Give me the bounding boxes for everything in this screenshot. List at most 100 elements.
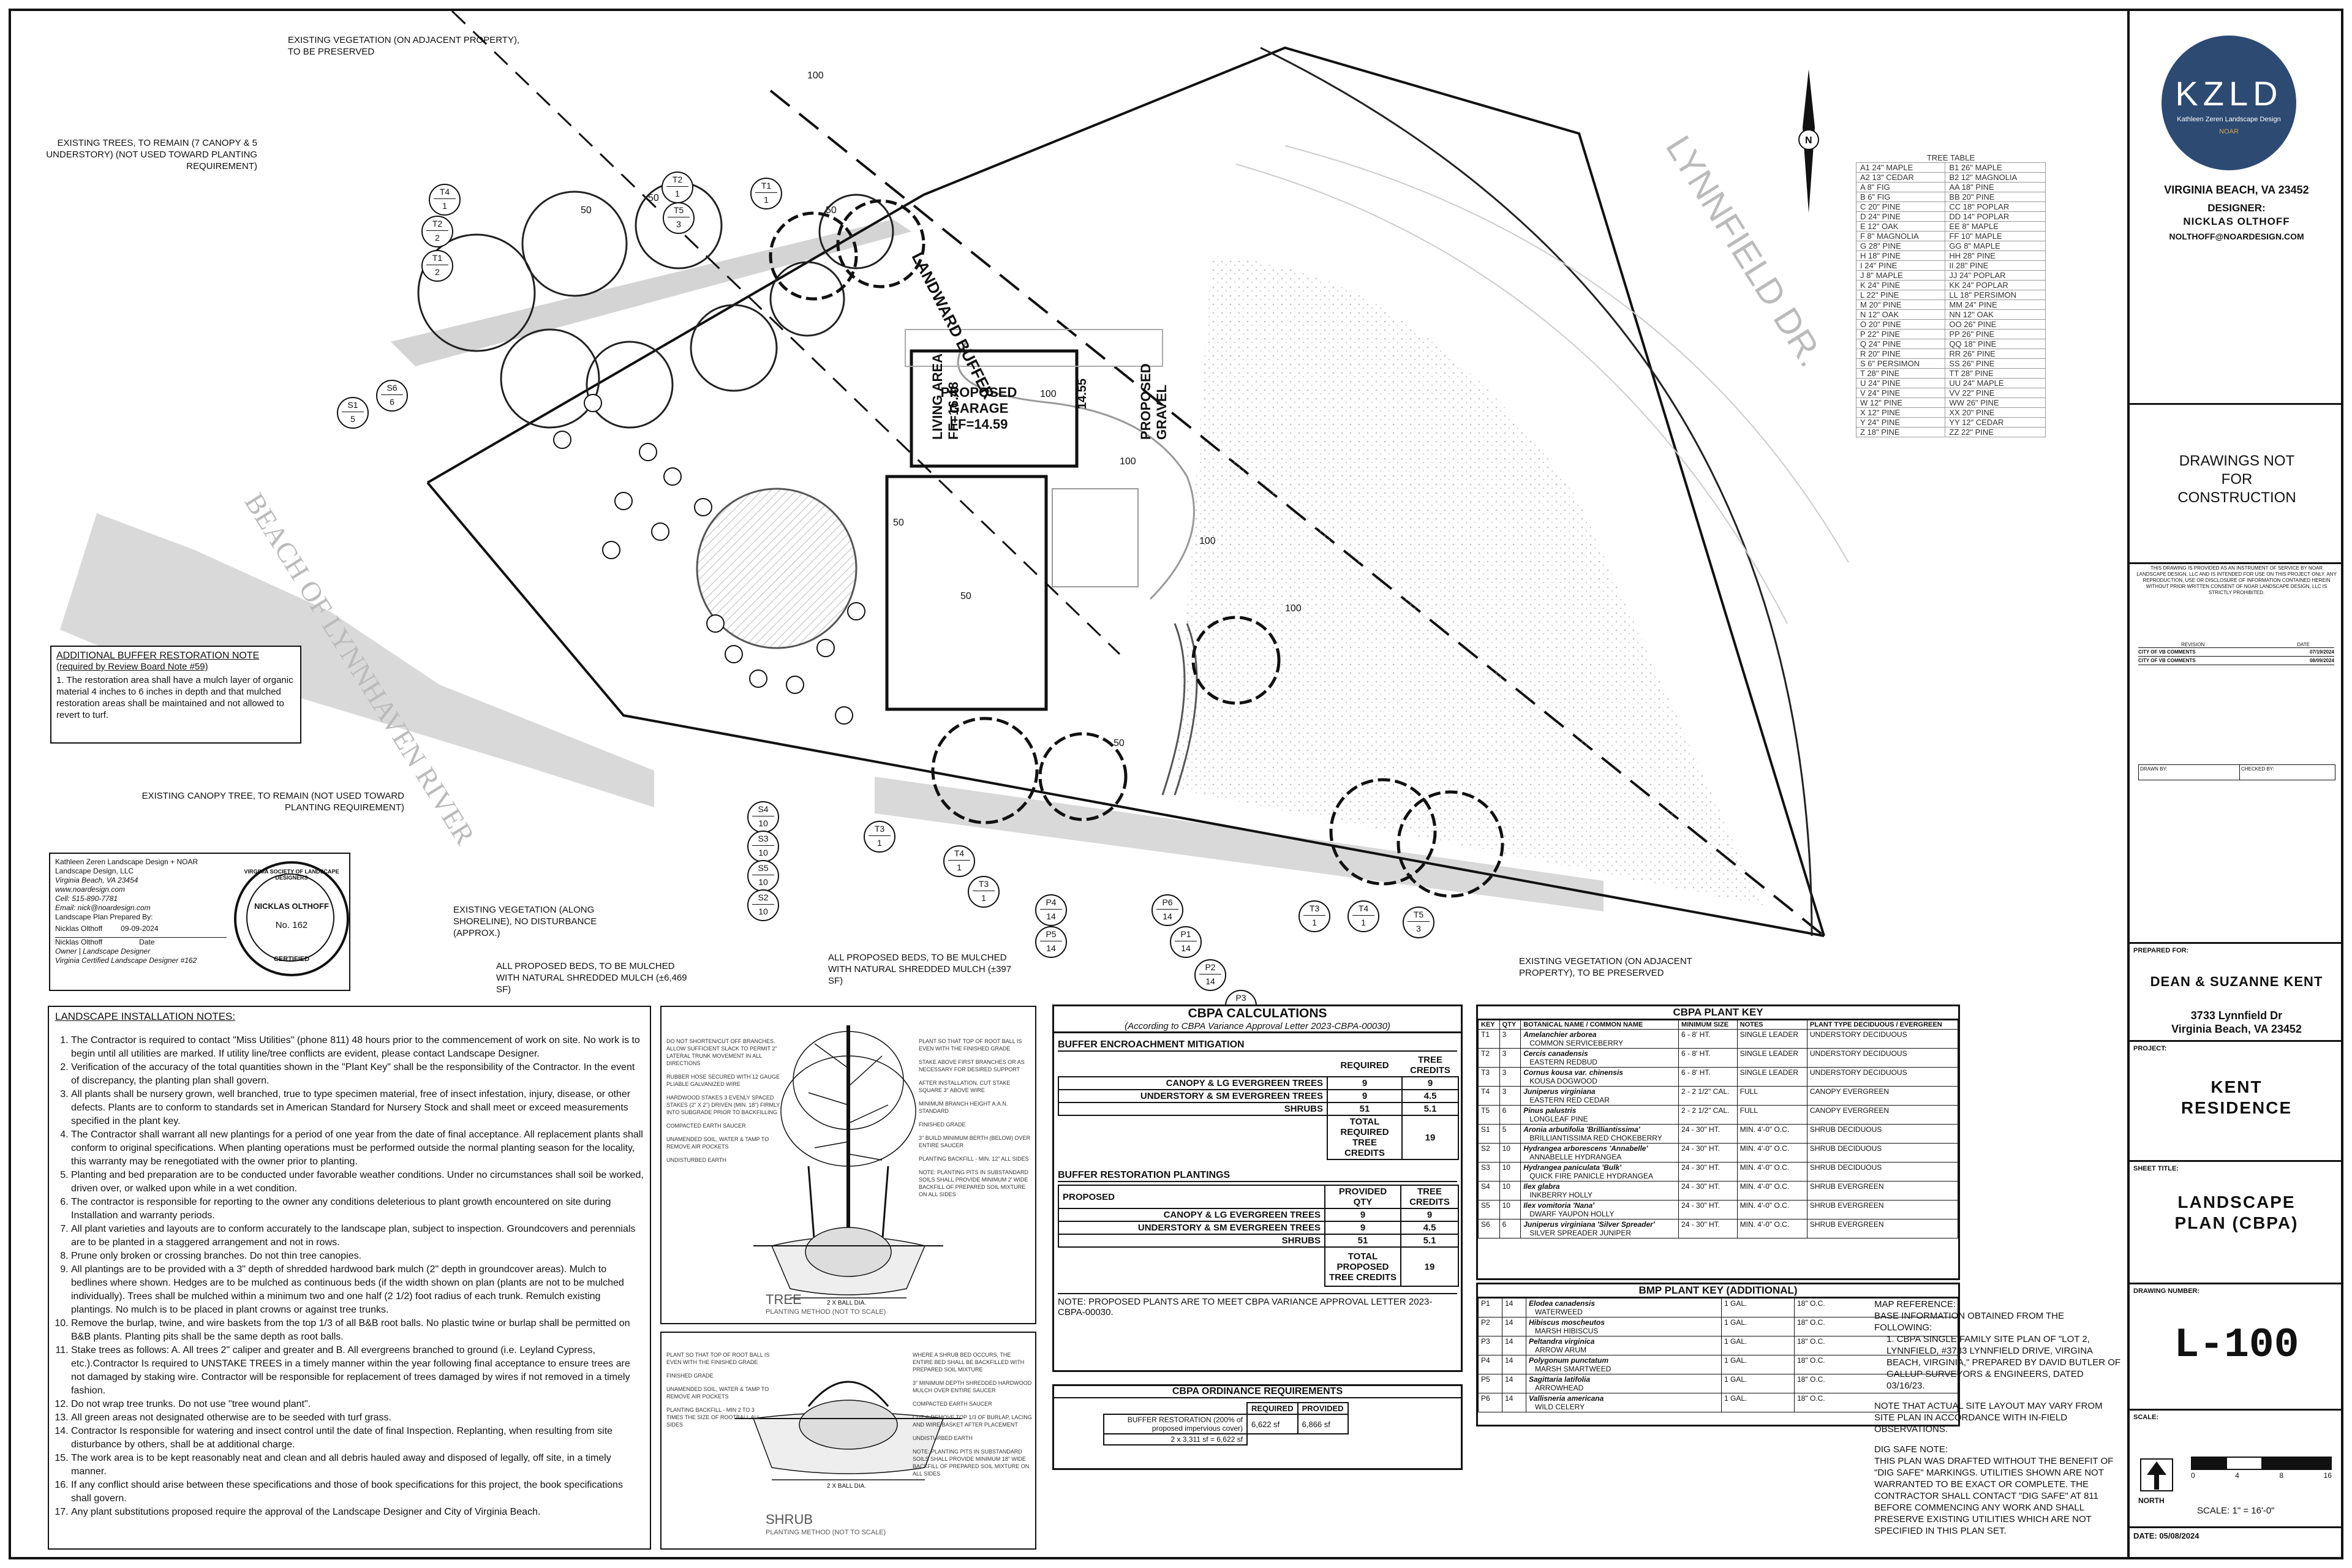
tree-table-cell: R 20" PINE [1855, 349, 1946, 359]
tree-table-cell: AA 18" PINE [1945, 182, 2046, 192]
plant-key-code: S5 [1478, 1200, 1500, 1219]
plant-tag-code: P5 [1040, 927, 1062, 941]
tb-designer: NICKLAS OLTHOFF [2183, 216, 2290, 227]
sheet-border [9, 9, 2343, 1559]
seal-name: NICKLAS OLTHOFF [254, 902, 329, 911]
tree-table-cell: LL 18" PERSIMON [1945, 290, 2046, 300]
detail-note: UNDISTURBED EARTH [666, 1157, 726, 1163]
plant-key-size: 24 - 30" HT. [1678, 1124, 1738, 1144]
install-note-item: Prune only broken or crossing branches. … [71, 1250, 644, 1263]
plant-tag-code: T5 [1408, 908, 1430, 922]
tree-detail-notes-right: PLANT SO THAT TOP OF ROOT BALL IS EVEN W… [919, 1038, 1032, 1204]
plant-key-qty: 10 [1499, 1143, 1521, 1163]
tb-city: VIRGINIA BEACH, VA 23452 [2164, 184, 2309, 196]
plant-key-type: SHRUB DECIDUOUS [1806, 1162, 1959, 1182]
svg-text:50: 50 [581, 205, 592, 216]
tree-table-cell: OO 26" PINE [1945, 319, 2046, 330]
note-beds-right: ALL PROPOSED BEDS, TO BE MULCHED WITH NA… [828, 952, 1012, 986]
plant-tag-code: P1 [1175, 927, 1197, 941]
plant-tag-qty: 2 [435, 233, 440, 243]
tree-table-cell: J 8" MAPLE [1855, 270, 1946, 281]
note-veg-top: EXISTING VEGETATION (ON ADJACENT PROPERT… [288, 35, 520, 57]
plant-key-notes: FULL [1736, 1086, 1807, 1106]
tb-disclaimer: THIS DRAWING IS PROVIDED AS AN INSTRUMEN… [2136, 565, 2337, 595]
detail-note: HARDWOOD STAKES 3 EVENLY SPACED STAKES (… [666, 1095, 780, 1115]
scale-tick: 16 [2323, 1471, 2332, 1480]
cbpa-row-credits: 4.5 [1400, 1221, 1459, 1235]
house-footprint [885, 475, 1048, 711]
property-line [426, 46, 1825, 937]
detail-note: UNAMENDED SOIL, WATER & TAMP TO REMOVE A… [666, 1386, 769, 1400]
plant-key-title: CBPA PLANT KEY [1478, 1006, 1958, 1020]
detail-note: PLANT SO THAT TOP OF ROOT BALL IS EVEN W… [666, 1352, 770, 1365]
map-ref-title: MAP REFERENCE: [1874, 1299, 1956, 1310]
plant-key-type: UNDERSTORY DECIDUOUS [1806, 1029, 1959, 1049]
cbpa-row-qty: 9 [1324, 1208, 1401, 1222]
revision-label: CITY OF VB COMMENTS [2138, 649, 2196, 655]
svg-text:50: 50 [648, 193, 659, 203]
bmp-key-code: P1 [1478, 1298, 1502, 1317]
install-note-item: Any plant substitutions proposed require… [71, 1506, 644, 1519]
tb-designer-label: DESIGNER: [2207, 202, 2266, 214]
total-proposed-value: 19 [1400, 1246, 1459, 1287]
tree-table-cell: VV 22" PINE [1945, 388, 2046, 398]
scale-tick: 4 [2235, 1471, 2239, 1480]
tree-table-cell: A 8" FIG [1855, 182, 1946, 192]
patio-circle [696, 488, 858, 649]
install-note-item: All green areas not designated otherwise… [71, 1411, 644, 1425]
svg-text:50: 50 [893, 518, 904, 528]
cbpa-row-credits: 9 [1401, 1076, 1459, 1090]
plant-tag-code: P2 [1199, 960, 1221, 974]
plant-tag-code: T4 [434, 185, 456, 199]
bmp-key-qty: 14 [1502, 1355, 1526, 1374]
tree-table-cell: T 28" PINE [1855, 368, 1946, 379]
plant-key-notes: MIN. 4'-0" O.C. [1736, 1200, 1807, 1219]
detail-note: STAKE ABOVE FIRST BRANCHES OR AS NECESSA… [919, 1059, 1025, 1072]
plant-key-notes: FULL [1736, 1105, 1807, 1125]
shrub-detail-notes-left: PLANT SO THAT TOP OF ROOT BALL IS EVEN W… [666, 1351, 771, 1434]
install-note-item: Remove the burlap, twine, and wire baske… [71, 1317, 644, 1344]
plant-key-size: 6 - 8' HT. [1678, 1029, 1738, 1049]
plant-tag-code: P3 [1230, 991, 1252, 1005]
cbpa-row-credits: 5.1 [1400, 1234, 1459, 1248]
install-note-item: Do not wrap tree trunks. Do not use "tre… [71, 1398, 644, 1411]
detail-note: RUBBER HOSE SECURED WITH 12 GAUGE PLIABL… [666, 1074, 780, 1087]
tb-project: KENT RESIDENCE [2180, 1077, 2293, 1117]
cbpa-calc-subtitle: (According to CBPA Variance Approval Let… [1054, 1021, 1461, 1033]
plant-tag-code: T5 [668, 203, 690, 217]
cbpa-row-credits: 5.1 [1401, 1102, 1459, 1116]
plant-key-notes: MIN. 4'-0" O.C. [1736, 1124, 1807, 1144]
tb-drawn-checked: DRAWN BY:CHECKED BY: [2138, 764, 2335, 780]
tree-table-cell: YY 12" CEDAR [1945, 417, 2046, 428]
tree-table-cell: B2 12" MAGNOLIA [1945, 172, 2046, 183]
plant-key-header-cell: PLANT TYPE DECIDUOUS / EVERGREEN [1806, 1020, 1959, 1030]
tb-sheet-title: LANDSCAPE PLAN (CBPA) [2174, 1193, 2299, 1232]
tree-table-cell: P 22" PINE [1855, 329, 1946, 339]
detail-note: FINISHED GRADE [666, 1373, 714, 1379]
plant-key-notes: MIN. 4'-0" O.C. [1736, 1219, 1807, 1238]
tree-table-cell: K 24" PINE [1855, 280, 1946, 290]
tree-table-cell: E 12" OAK [1855, 221, 1946, 232]
plant-tag-code: S6 [381, 381, 403, 395]
total-required-value: 19 [1401, 1115, 1459, 1160]
plant-key-qty: 3 [1499, 1067, 1521, 1087]
install-note-item: The work area is to be kept reasonably n… [71, 1452, 644, 1479]
